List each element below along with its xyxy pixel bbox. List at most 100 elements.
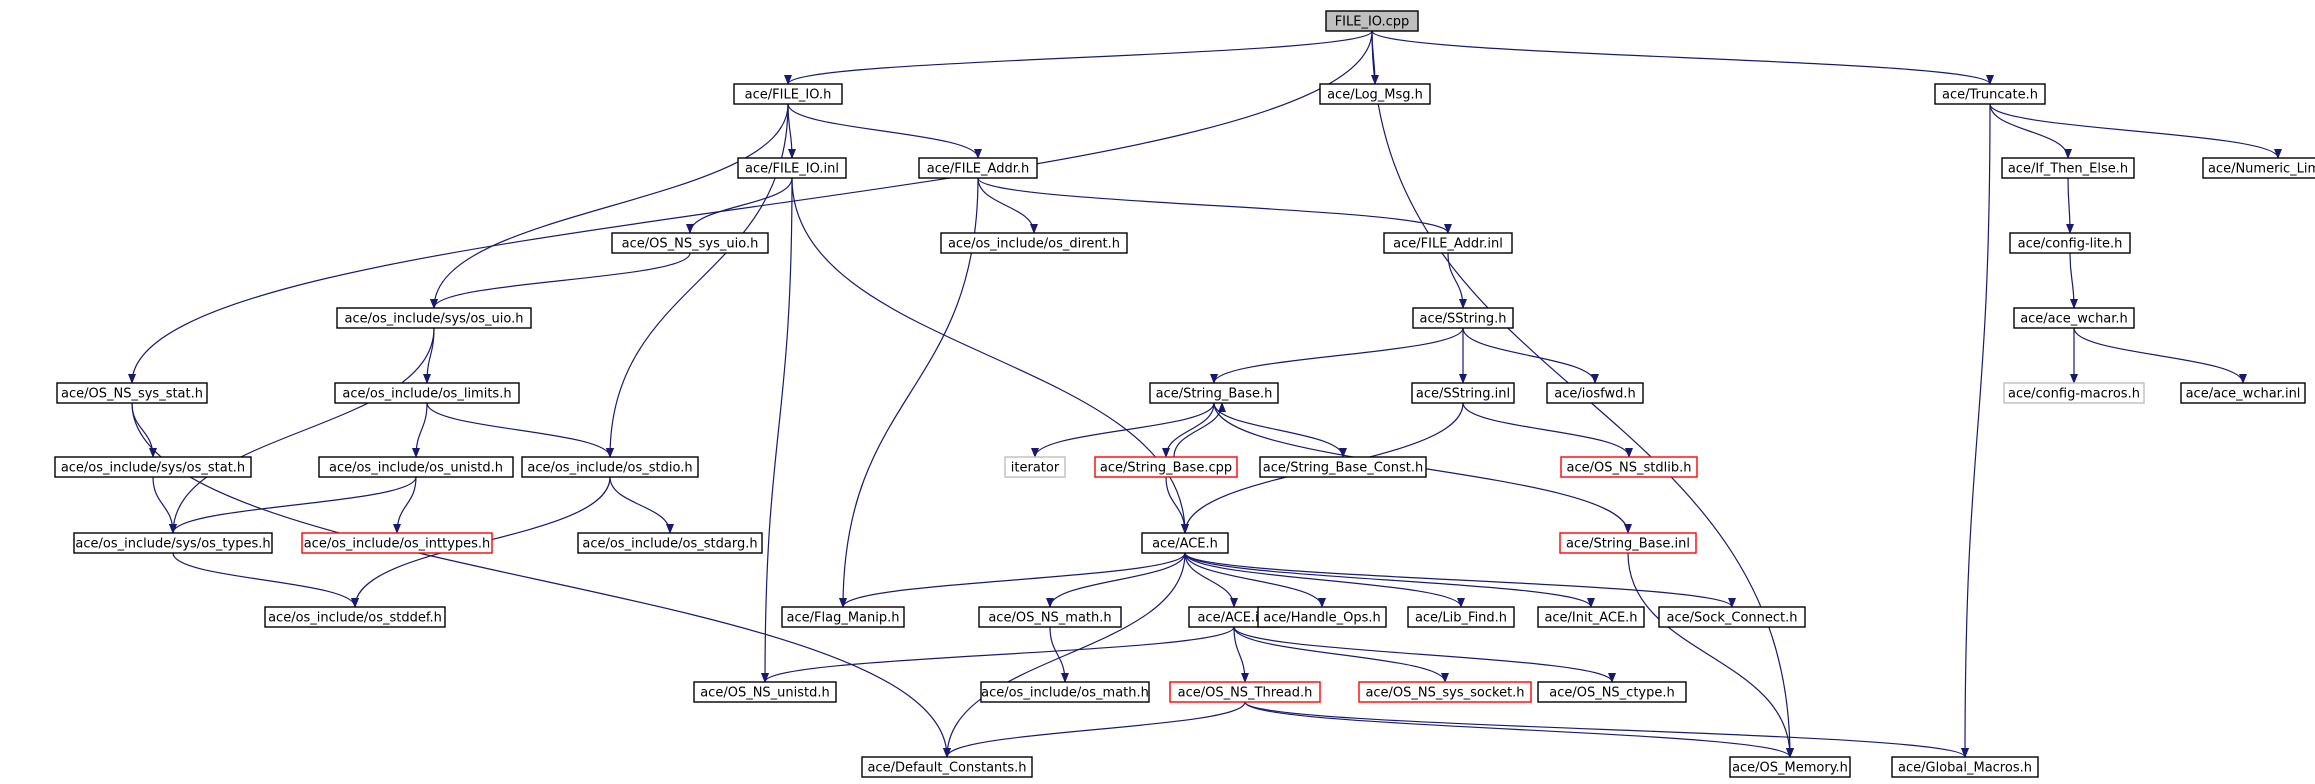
node-box <box>1149 382 1279 404</box>
node-box <box>1891 756 2039 778</box>
edge-string_base_inl-to-os_memory_h <box>1627 552 1794 758</box>
node-label: ace/os_include/sys/os_stat.h <box>61 461 245 476</box>
node-os_ns_unistd_h[interactable]: ace/OS_NS_unistd.h <box>693 681 837 703</box>
edge-file_io_inl-to-os_ns_unistd_h <box>761 177 793 683</box>
node-global_macros_h[interactable]: ace/Global_Macros.h <box>1891 756 2039 778</box>
edge-file_io_cpp-to-os_ns_sys_stat_h <box>128 30 1373 384</box>
node-file_io_cpp[interactable]: FILE_IO.cpp <box>1325 10 1419 32</box>
node-os_ns_sys_uio_h[interactable]: ace/OS_NS_sys_uio.h <box>611 232 769 254</box>
node-label: ace/config-macros.h <box>2008 387 2140 402</box>
node-os_ns_math_h[interactable]: ace/OS_NS_math.h <box>978 606 1122 628</box>
node-label: ace/SString.h <box>1420 312 1507 327</box>
node-label: ace/OS_NS_math.h <box>988 611 1111 626</box>
node-ace_wchar_h[interactable]: ace/ace_wchar.h <box>2013 307 2135 329</box>
edge-ace_inl-to-os_ns_unistd_h <box>761 626 1235 683</box>
node-label: ace/ACE.inl <box>1197 611 1270 626</box>
node-string_base_const_h[interactable]: ace/String_Base_Const.h <box>1259 456 1427 478</box>
node-box <box>521 456 699 478</box>
node-label: ace/Flag_Manip.h <box>787 611 900 626</box>
edge-sstring_h-to-iosfwd_h <box>1462 327 1599 384</box>
node-sys_os_uio_h[interactable]: ace/os_include/sys/os_uio.h <box>336 307 532 329</box>
node-box <box>1141 532 1229 554</box>
edge-sys_os_uio_h-to-sys_os_types_h <box>169 327 435 534</box>
node-string_base_h[interactable]: ace/String_Base.h <box>1149 382 1279 404</box>
node-sstring_inl[interactable]: ace/SString.inl <box>1411 382 1515 404</box>
node-flag_manip_h[interactable]: ace/Flag_Manip.h <box>781 606 905 628</box>
node-string_base_inl[interactable]: ace/String_Base.inl <box>1559 532 1697 554</box>
edge-ace_inl-to-os_ns_ctype_h <box>1233 626 1616 683</box>
edge-if_then_else_h-to-config_lite_h <box>2065 177 2074 234</box>
node-config_lite_h[interactable]: ace/config-lite.h <box>2009 232 2131 254</box>
node-os_stddef_h[interactable]: ace/os_include/os_stddef.h <box>264 606 446 628</box>
node-config_macros_h[interactable]: ace/config-macros.h <box>2003 382 2145 404</box>
node-os_ns_stdlib_h[interactable]: ace/OS_NS_stdlib.h <box>1560 456 1698 478</box>
node-os_inttypes_h[interactable]: ace/os_include/os_inttypes.h <box>301 532 493 554</box>
node-file_addr_h[interactable]: ace/FILE_Addr.h <box>918 157 1038 179</box>
node-os_unistd_h[interactable]: ace/os_include/os_unistd.h <box>318 456 514 478</box>
node-box <box>940 232 1128 254</box>
node-os_ns_sys_socket_h[interactable]: ace/OS_NS_sys_socket.h <box>1358 681 1532 703</box>
node-box <box>54 456 252 478</box>
node-box <box>693 681 837 703</box>
edge-sstring_inl-to-os_ns_stdlib_h <box>1462 402 1633 458</box>
node-os_stdarg_h[interactable]: ace/os_include/os_stdarg.h <box>577 532 763 554</box>
node-label: ace/FILE_Addr.inl <box>1393 237 1503 252</box>
node-iterator[interactable]: iterator <box>1004 456 1066 478</box>
node-box <box>2003 382 2145 404</box>
node-sock_connect_h[interactable]: ace/Sock_Connect.h <box>1658 606 1806 628</box>
node-ace_h[interactable]: ace/ACE.h <box>1141 532 1229 554</box>
node-file_io_inl[interactable]: ace/FILE_IO.inl <box>737 157 847 179</box>
node-box <box>1537 681 1687 703</box>
node-os_stdio_h[interactable]: ace/os_include/os_stdio.h <box>521 456 699 478</box>
edge-ace_inl-to-os_ns_sys_socket_h <box>1233 626 1449 683</box>
node-handle_ops_h[interactable]: ace/Handle_Ops.h <box>1257 606 1387 628</box>
node-sys_os_types_h[interactable]: ace/os_include/sys/os_types.h <box>73 532 273 554</box>
node-truncate_h[interactable]: ace/Truncate.h <box>1934 83 2046 105</box>
node-box <box>611 232 769 254</box>
node-label: ace/Handle_Ops.h <box>1263 611 1380 626</box>
node-box <box>73 532 273 554</box>
edge-file_addr_h-to-flag_manip_h <box>839 177 979 608</box>
node-label: ace/FILE_IO.inl <box>745 162 839 177</box>
node-label: ace/OS_NS_stdlib.h <box>1567 461 1692 476</box>
node-log_msg_h[interactable]: ace/Log_Msg.h <box>1319 83 1431 105</box>
node-lib_find_h[interactable]: ace/Lib_Find.h <box>1407 606 1515 628</box>
node-label: ace/OS_NS_sys_socket.h <box>1365 686 1524 701</box>
node-box <box>334 382 520 404</box>
node-file_io_h[interactable]: ace/FILE_IO.h <box>733 83 843 105</box>
node-box <box>918 157 1038 179</box>
node-os_ns_sys_stat_h[interactable]: ace/OS_NS_sys_stat.h <box>56 382 208 404</box>
node-ace_wchar_inl[interactable]: ace/ace_wchar.inl <box>2180 382 2306 404</box>
node-iosfwd_h[interactable]: ace/iosfwd.h <box>1546 382 1644 404</box>
node-file_addr_inl[interactable]: ace/FILE_Addr.inl <box>1383 232 1513 254</box>
node-os_ns_thread_h[interactable]: ace/OS_NS_Thread.h <box>1169 681 1321 703</box>
node-os_limits_h[interactable]: ace/os_include/os_limits.h <box>334 382 520 404</box>
node-if_then_else_h[interactable]: ace/If_Then_Else.h <box>2001 157 2135 179</box>
node-label: ace/os_include/os_unistd.h <box>329 461 503 476</box>
node-label: ace/Numeric_Limits.h <box>2208 162 2315 177</box>
edge-sstring_h-to-string_base_h <box>1210 327 1464 384</box>
node-os_ns_ctype_h[interactable]: ace/OS_NS_ctype.h <box>1537 681 1687 703</box>
node-os_memory_h[interactable]: ace/OS_Memory.h <box>1729 756 1851 778</box>
node-box <box>1004 456 1066 478</box>
edge-sys_os_stat_h-to-sys_os_types_h <box>152 476 177 534</box>
node-string_base_cpp[interactable]: ace/String_Base.cpp <box>1094 456 1238 478</box>
node-label: ace/Sock_Connect.h <box>1667 611 1798 626</box>
node-sys_os_stat_h[interactable]: ace/os_include/sys/os_stat.h <box>54 456 252 478</box>
node-os_dirent_h[interactable]: ace/os_include/os_dirent.h <box>940 232 1128 254</box>
node-default_constants_h[interactable]: ace/Default_Constants.h <box>861 756 1033 778</box>
node-os_math_h[interactable]: ace/os_include/os_math.h <box>980 681 1150 703</box>
edge-ace_h-to-default_constants_h <box>943 552 1186 758</box>
node-box <box>264 606 446 628</box>
node-init_ace_h[interactable]: ace/Init_ACE.h <box>1537 606 1645 628</box>
node-label: ace/FILE_IO.h <box>745 88 832 103</box>
node-box <box>781 606 905 628</box>
node-sstring_h[interactable]: ace/SString.h <box>1412 307 1514 329</box>
node-box <box>1560 456 1698 478</box>
node-numeric_limits_h[interactable]: ace/Numeric_Limits.h <box>2202 157 2315 179</box>
node-box <box>2001 157 2135 179</box>
edge-ace_h-to-init_ace_h <box>1184 552 1595 608</box>
node-ace_inl[interactable]: ace/ACE.inl <box>1188 606 1280 628</box>
edge-ace_wchar_h-to-ace_wchar_inl <box>2073 327 2247 384</box>
